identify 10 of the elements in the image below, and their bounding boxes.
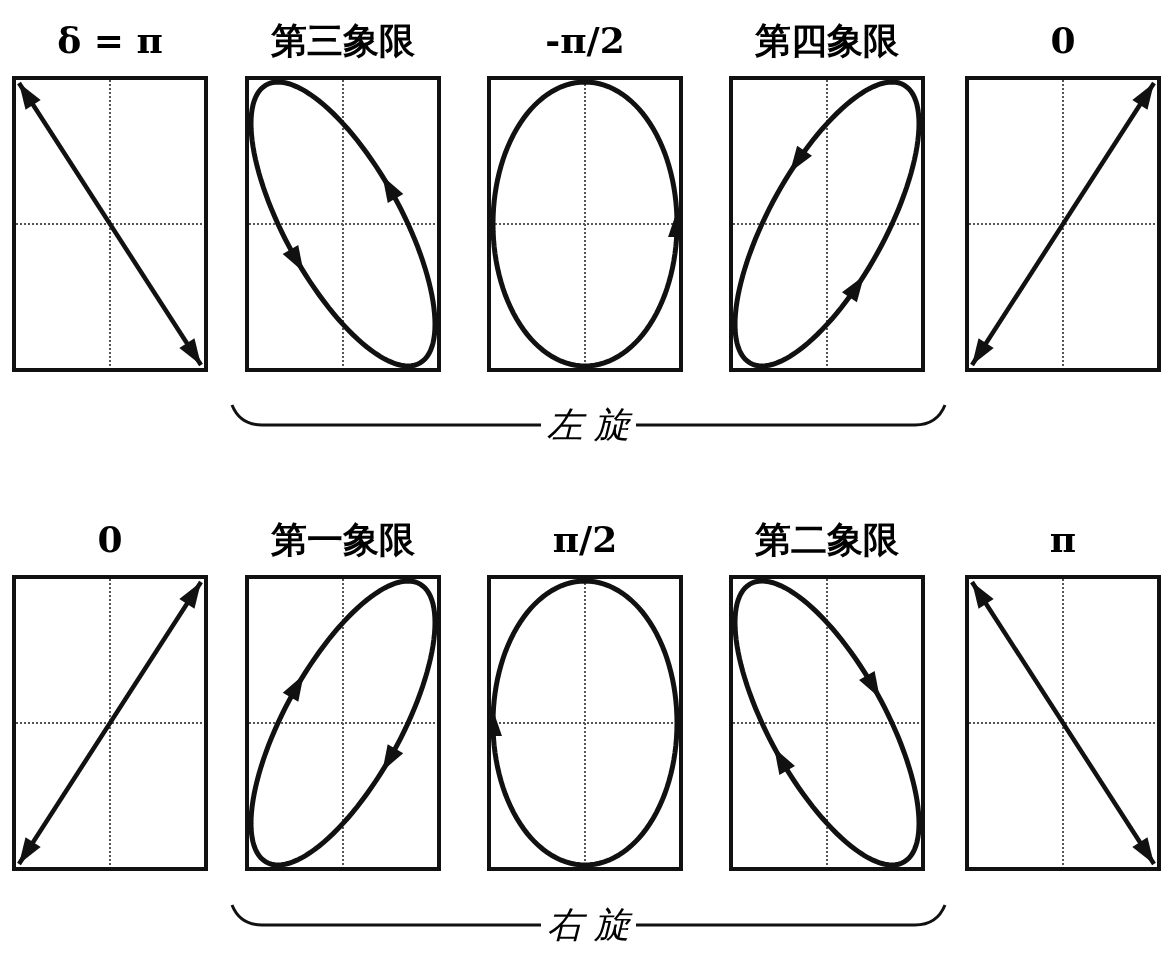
phase-label: π — [1048, 517, 1078, 562]
phase-label: δ = π — [56, 18, 164, 63]
phase-label: 第四象限 — [754, 18, 900, 63]
phase-label: -π/2 — [544, 18, 626, 63]
phase-label: 第一象限 — [270, 517, 416, 562]
phase-label: π/2 — [551, 517, 619, 562]
phase-label: 0 — [96, 517, 124, 562]
phase-label: 第三象限 — [270, 18, 416, 63]
phase-label: 第二象限 — [754, 517, 900, 562]
phase-label: 0 — [1049, 18, 1077, 63]
